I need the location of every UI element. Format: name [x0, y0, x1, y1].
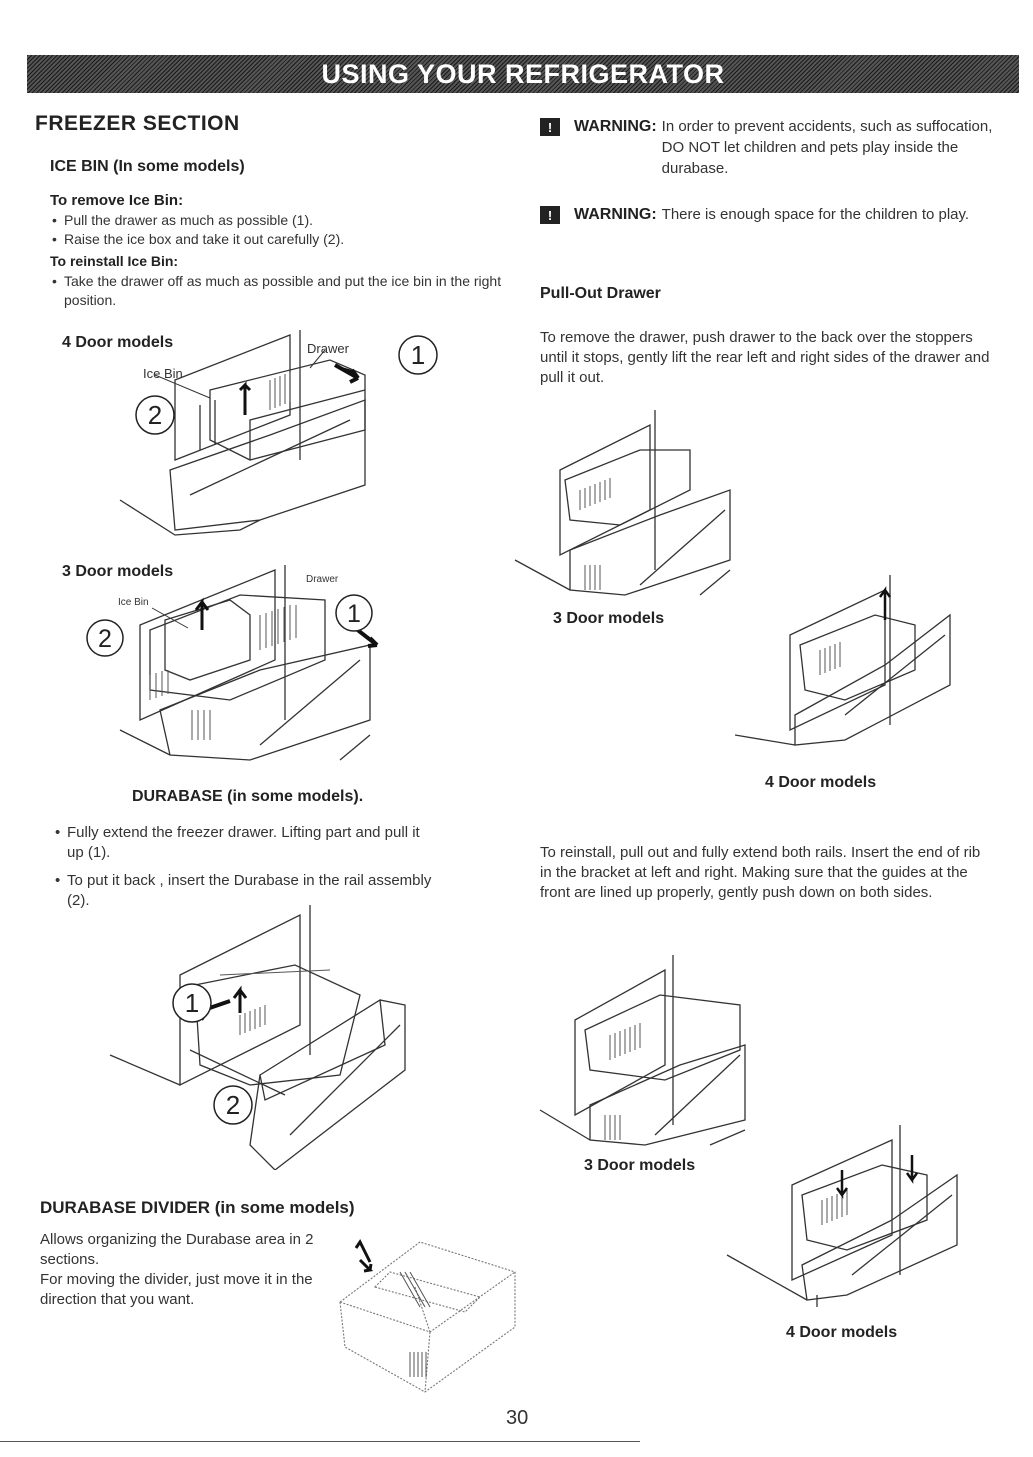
step-2-badge: [86, 619, 124, 657]
durabase-steps-list: Fully extend the freezer drawer. Lifting…: [55, 823, 435, 911]
remove-ice-bin-title: To remove Ice Bin:: [50, 192, 184, 209]
reinstall-steps-list: Take the drawer off as much as possible …: [52, 272, 507, 310]
reinstall-fig4-label: 4 Door models: [786, 1324, 898, 1341]
pullout-reinstall-text: To reinstall, pull out and fully extend …: [540, 844, 981, 901]
drawer-callout: Drawer: [307, 341, 350, 356]
warning-text: In order to prevent accidents, such as s…: [661, 118, 993, 177]
ice-bin-callout: Ice Bin: [143, 366, 183, 381]
step-1-badge: [398, 335, 438, 375]
reinstall-fig3-label: 3 Door models: [584, 1157, 696, 1174]
warning-word: WARNING:: [574, 206, 657, 223]
divider-text: Allows organizing the Durabase area in 2…: [40, 1230, 335, 1310]
step-2-badge: [135, 395, 175, 435]
list-item: Fully extend the freezer drawer. Lifting…: [55, 823, 435, 863]
divider-text-1: Allows organizing the Durabase area in 2…: [40, 1231, 314, 1268]
ice-bin-3door-illustration: Ice Bin Drawer 1 2: [86, 565, 379, 761]
durabase-illustration: 1 2: [109, 905, 406, 1170]
step-1-number: 1: [347, 600, 361, 628]
reinstall-4door-illustration: [726, 1125, 958, 1307]
pullout-fig1-label: 3 Door models: [553, 610, 665, 627]
reinstall-3door-illustration: [539, 955, 746, 1146]
fig-4door-label: 4 Door models: [62, 334, 174, 351]
page-number: 30: [506, 1407, 529, 1429]
step-2-number: 2: [148, 400, 162, 430]
list-item: Take the drawer off as much as possible …: [52, 272, 507, 310]
page-header-banner: USING YOUR REFRIGERATOR: [27, 55, 1019, 93]
ice-bin-title: ICE BIN (In some models): [50, 158, 245, 175]
step-1-badge: [335, 594, 373, 632]
step-1-number: 1: [411, 340, 425, 370]
warning-text: There is enough space for the children t…: [661, 206, 970, 223]
pullout-fig2-label: 4 Door models: [765, 774, 877, 791]
drawer-callout: Drawer: [306, 574, 339, 585]
step-2-number: 2: [226, 1090, 240, 1120]
divider-title: DURABASE DIVIDER (in some models): [40, 1198, 355, 1217]
pullout-remove-text: To remove the drawer, push drawer to the…: [540, 329, 990, 386]
list-item: Pull the drawer as much as possible (1).: [52, 211, 502, 230]
remove-steps-list: Pull the drawer as much as possible (1).…: [52, 211, 502, 249]
durabase-title: DURABASE (in some models).: [132, 788, 364, 805]
pullout-4door-illustration: [735, 575, 951, 746]
list-item: To put it back , insert the Durabase in …: [55, 871, 435, 911]
warning-block-2: ! WARNING: There is enough space for the…: [540, 204, 1000, 225]
fig-3door-label: 3 Door models: [62, 563, 174, 580]
bottom-rule: [0, 1441, 640, 1442]
warning-icon: !: [540, 118, 560, 136]
divider-text-2: For moving the divider, just move it in …: [40, 1271, 313, 1308]
durabase-divider-illustration: [339, 1239, 516, 1393]
step-1-badge: [172, 983, 212, 1023]
warning-word: WARNING:: [574, 118, 657, 135]
warning-block-1: ! WARNING: In order to prevent accidents…: [540, 116, 1000, 179]
pullout-title: Pull-Out Drawer: [540, 285, 661, 302]
section-title: FREEZER SECTION: [35, 112, 240, 135]
step-2-number: 2: [98, 625, 112, 653]
warning-icon: !: [540, 206, 560, 224]
page-header-title: USING YOUR REFRIGERATOR: [321, 58, 725, 89]
ice-bin-callout: Ice Bin: [118, 597, 149, 608]
reinstall-ice-bin-title: To reinstall Ice Bin:: [50, 253, 179, 269]
pullout-3door-illustration: [514, 410, 731, 596]
step-1-number: 1: [185, 988, 199, 1018]
ice-bin-4door-illustration: Ice Bin Drawer 1 2: [119, 330, 438, 536]
step-2-badge: [213, 1085, 253, 1125]
list-item: Raise the ice box and take it out carefu…: [52, 230, 502, 249]
